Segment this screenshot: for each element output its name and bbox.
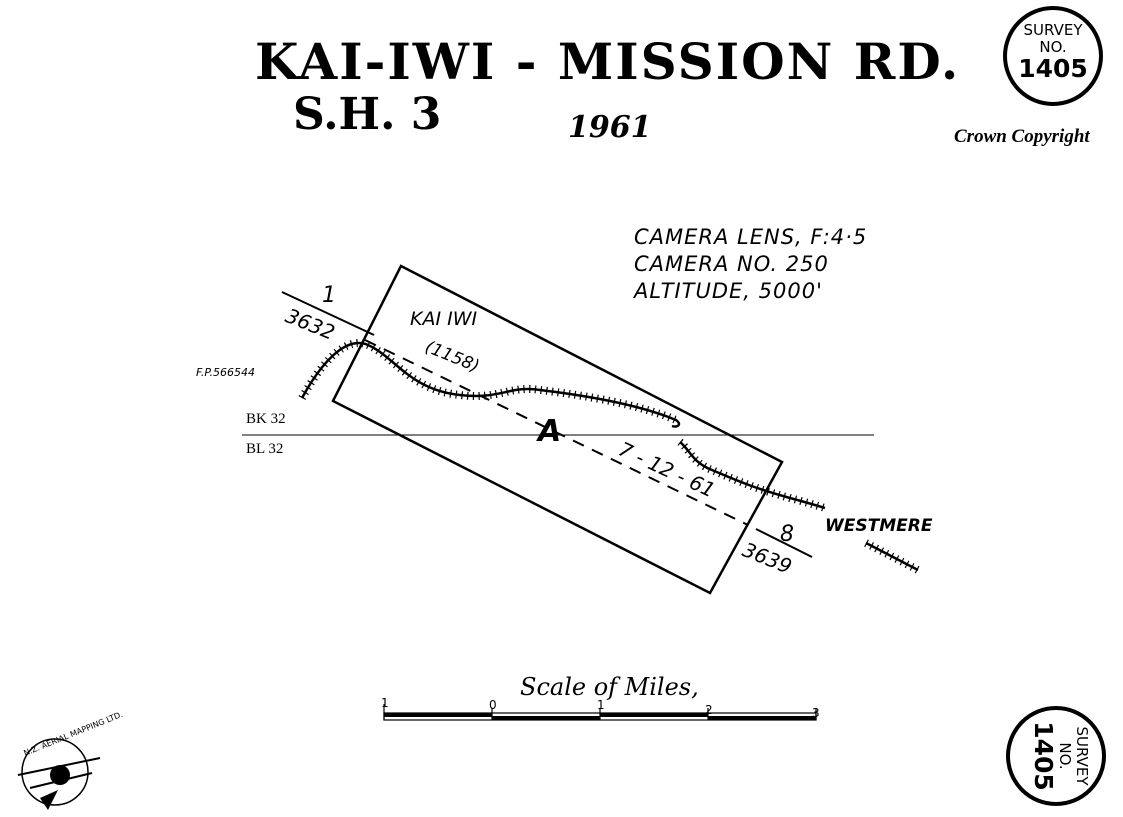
- flight-line: [364, 339, 749, 526]
- company-logo: N.Z. AERIAL MAPPING LTD.: [17, 710, 124, 810]
- survey-number-badge: SURVEY NO. 1405: [1003, 6, 1103, 106]
- photo-coverage-box: [331, 264, 784, 595]
- survey-year: 1961: [568, 110, 652, 145]
- railway-line-east: [679, 441, 826, 510]
- place-westmere: WESTMERE: [825, 516, 933, 536]
- scale-segment-c: [600, 713, 708, 717]
- logo-wings: [17, 757, 101, 789]
- survey-badge-no: NO.: [1039, 38, 1067, 56]
- survey-badge-number: 1405: [1029, 721, 1058, 791]
- survey-badge-no: NO.: [1056, 742, 1074, 770]
- copyright-note: Crown Copyright: [954, 126, 1090, 147]
- survey-badge-label: SURVEY: [1073, 726, 1091, 786]
- end-photo-number: 8: [780, 522, 794, 547]
- scale-title: Scale of Miles,: [520, 673, 699, 701]
- railway-ticks-west: [298, 339, 678, 424]
- fp-label: F.P.566544: [196, 366, 255, 379]
- scale-segment-d: [708, 716, 816, 720]
- camera-lens: CAMERA LENS, F:4·5: [634, 225, 868, 249]
- survey-number-badge-rotated: SURVEY NO. 1405: [1006, 706, 1106, 806]
- logo-text: N.Z. AERIAL MAPPING LTD.: [22, 710, 124, 758]
- scale-tick-label: 1: [597, 698, 605, 712]
- map-title: KAI-IWI - MISSION RD.: [255, 32, 961, 91]
- camera-number: CAMERA NO. 250: [634, 252, 829, 276]
- sheet-label-bk: BK 32: [246, 411, 286, 427]
- logo-ring: [21, 738, 89, 806]
- camera-altitude: ALTITUDE, 5000': [634, 279, 823, 303]
- scale-tick-label: 2: [705, 703, 713, 717]
- start-photo-number: 1: [322, 283, 336, 308]
- end-mark-line: [755, 528, 813, 558]
- start-photo-ref: 3632: [282, 303, 338, 344]
- camera-info: CAMERA LENS, F:4·5 CAMERA NO. 250 ALTITU…: [634, 224, 867, 305]
- highway-label: S.H. 3: [293, 89, 442, 140]
- sheet-label-bl: BL 32: [246, 441, 284, 457]
- survey-badge-label: SURVEY: [1023, 21, 1083, 39]
- scale-tick-label: 3: [812, 706, 820, 720]
- survey-badge-number: 1405: [1018, 54, 1088, 83]
- scale-bar: 1 0 1 2 3: [381, 696, 820, 721]
- place-kai-iwi: KAI IWI: [410, 308, 477, 330]
- scale-segment-a: [384, 713, 492, 717]
- scale-segment-b: [492, 716, 600, 720]
- scale-tick-label: 0: [489, 698, 497, 712]
- run-letter: A: [536, 414, 561, 449]
- railway-ticks-westmere: [864, 539, 920, 574]
- start-mark-line: [281, 291, 375, 336]
- logo-nz-shape: [40, 790, 58, 810]
- scale-tick-label: 1: [381, 696, 389, 710]
